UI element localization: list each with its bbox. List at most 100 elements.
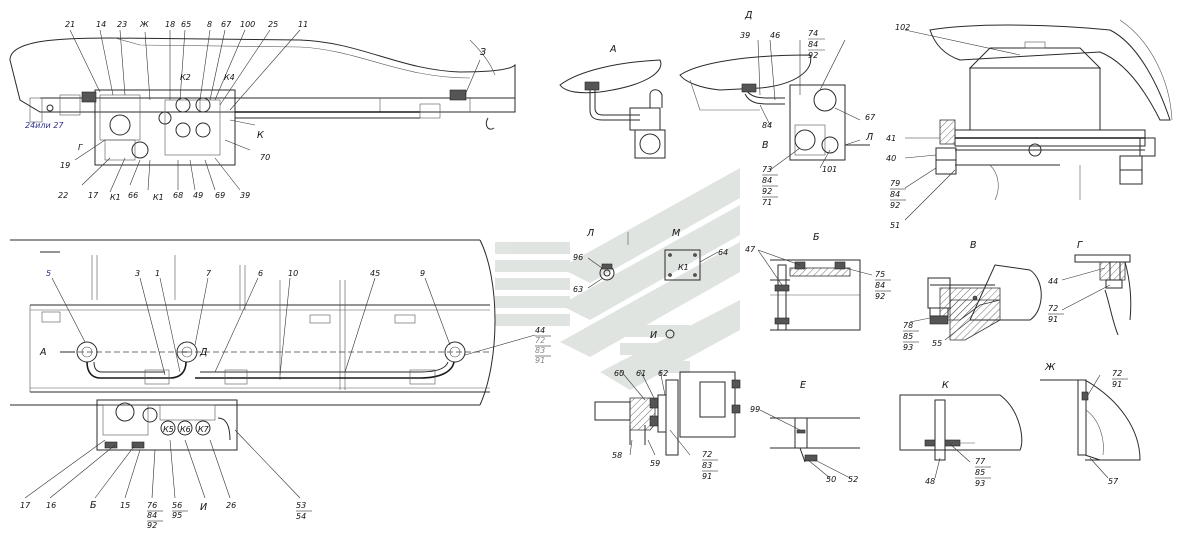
callout-51: 51 [890, 221, 900, 230]
d-callout-92: 92 [808, 51, 818, 60]
callout-84: 84 [147, 511, 157, 520]
view-title-m: М [672, 228, 680, 239]
bottom-main-view [10, 239, 496, 451]
callout-22: 22 [58, 191, 68, 200]
callout-39: 39 [240, 191, 250, 200]
callout-k1-m: К1 [678, 263, 689, 272]
callout-64: 64 [718, 248, 728, 257]
callout-k6: К6 [180, 425, 191, 434]
view-title-v: В [970, 240, 977, 251]
callout-15: 15 [120, 501, 130, 510]
callout-d: Д [199, 347, 207, 358]
callout-48: 48 [925, 477, 935, 486]
callout-68: 68 [173, 191, 183, 200]
callout-85: 85 [903, 332, 913, 341]
callout-72d: 72 [1112, 369, 1122, 378]
callout-54: 54 [296, 512, 306, 521]
callout-92: 92 [147, 521, 157, 530]
callout-69: 69 [215, 191, 225, 200]
d-callout-74: 74 [808, 29, 818, 38]
callout-7: 7 [206, 269, 212, 278]
view-d [679, 54, 870, 161]
callout-59: 59 [650, 459, 660, 468]
view-pump-detail [594, 371, 741, 456]
callout-zh: Ж [139, 20, 149, 29]
d-callout-l: Л [865, 132, 873, 143]
callout-26: 26 [226, 501, 236, 510]
d-callout-67: 67 [865, 113, 876, 122]
callout-102: 102 [895, 23, 910, 32]
callout-k7: К7 [198, 425, 210, 434]
callout-65: 65 [181, 20, 191, 29]
callout-17b: 17 [20, 501, 31, 510]
callout-k2: К2 [180, 73, 191, 82]
callout-60: 60 [614, 369, 624, 378]
callout-8: 8 [207, 20, 212, 29]
callout-a: А [39, 347, 47, 358]
callout-9: 9 [420, 269, 425, 278]
callout-83: 83 [535, 346, 545, 355]
callout-47: 47 [745, 245, 756, 254]
callout-11: 11 [298, 20, 308, 29]
callout-40: 40 [886, 154, 896, 163]
callout-99: 99 [750, 405, 760, 414]
callout-k: К [257, 130, 265, 141]
callout-k5: К5 [163, 425, 174, 434]
view-title-a: А [609, 44, 617, 55]
callout-53: 53 [296, 501, 306, 510]
callout-96: 96 [573, 253, 583, 262]
callout-93b: 93 [975, 479, 985, 488]
d-callout-v: В [762, 140, 769, 151]
d-callout-84c: 84 [762, 176, 772, 185]
callout-95: 95 [172, 511, 182, 520]
d-callout-71: 71 [762, 198, 772, 207]
callout-3: 3 [135, 269, 140, 278]
callout-underlines [147, 38, 1128, 522]
callout-84e: 84 [875, 281, 885, 290]
view-g [1074, 254, 1132, 336]
view-title-g: Г [1077, 240, 1083, 251]
callout-50: 50 [826, 475, 836, 484]
view-b [770, 259, 861, 331]
callout-91d: 91 [1112, 380, 1122, 389]
callout-63: 63 [573, 285, 583, 294]
callout-49: 49 [193, 191, 203, 200]
rotation-symbol [665, 329, 675, 339]
callout-5: 5 [46, 269, 51, 278]
callout-k1b: К1 [153, 193, 164, 202]
callout-79: 79 [890, 179, 900, 188]
d-callout-46: 46 [770, 31, 780, 40]
callout-83b: 83 [702, 461, 712, 470]
callout-66: 66 [128, 191, 138, 200]
callout-91c: 91 [702, 472, 712, 481]
callout-70: 70 [260, 153, 270, 162]
callout-24-or-27: 24или 27 [25, 121, 64, 130]
d-callout-84b: 84 [762, 121, 772, 130]
callout-92d: 92 [875, 292, 885, 301]
top-side-view [9, 37, 516, 166]
callout-17: 17 [88, 191, 99, 200]
callout-i: И [200, 502, 207, 513]
callout-75: 75 [875, 270, 885, 279]
callout-16: 16 [46, 501, 56, 510]
callout-84d: 84 [890, 190, 900, 199]
callout-58: 58 [612, 451, 622, 460]
view-a [559, 59, 666, 159]
d-callout-39: 39 [740, 31, 750, 40]
callout-6: 6 [258, 269, 263, 278]
callout-19: 19 [60, 161, 70, 170]
callout-18: 18 [165, 20, 175, 29]
d-callout-84: 84 [808, 40, 818, 49]
view-title-l: Л [586, 228, 594, 239]
callout-67: 67 [221, 20, 232, 29]
watermark-logo [495, 168, 740, 390]
callout-23: 23 [117, 20, 127, 29]
view-title-zh: Ж [1044, 362, 1056, 373]
callout-44: 44 [535, 326, 545, 335]
view-zh [1040, 379, 1141, 461]
callout-b: Б [90, 500, 97, 511]
callout-62: 62 [658, 369, 668, 378]
callout-45: 45 [370, 269, 380, 278]
callout-52: 52 [848, 475, 858, 484]
